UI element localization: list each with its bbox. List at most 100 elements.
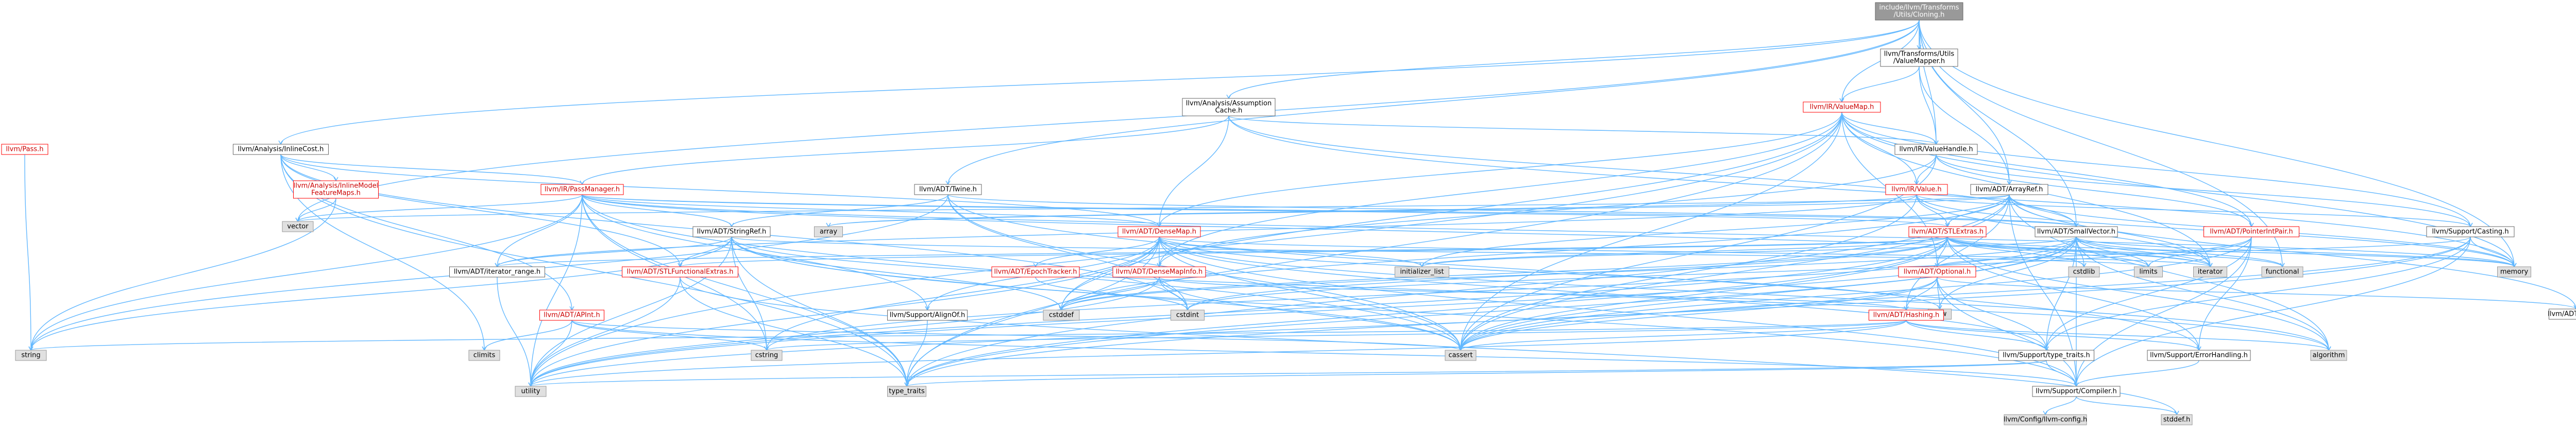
edge-assumption-to-valuehandle bbox=[1228, 115, 1937, 145]
edge-densemapinfo-to-utility bbox=[530, 277, 1160, 387]
edge-root-to-assumption bbox=[1228, 20, 1920, 99]
graph-node-box-memory bbox=[2497, 266, 2531, 278]
edge-smallvector-to-type_traits bbox=[906, 236, 2077, 387]
graph-node-string: string bbox=[15, 350, 47, 361]
graph-node-box-densemap bbox=[1117, 226, 1201, 237]
graph-node-label-type_traits-0: type_traits bbox=[889, 388, 925, 396]
graph-node-box-stringref bbox=[692, 226, 771, 237]
edge-valuemap-to-type_traits bbox=[906, 112, 1842, 387]
graph-node-box-twine bbox=[914, 184, 982, 195]
graph-node-label-stringref-0: llvm/ADT/StringRef.h bbox=[697, 228, 766, 236]
edge-arrowhead-compiler-to-llvmconfig bbox=[2043, 410, 2048, 416]
edge-smallvector-to-limits bbox=[2076, 236, 2149, 267]
graph-node-iterrange[interactable]: llvm/ADT/iterator_range.h bbox=[449, 266, 545, 278]
graph-node-passmanager[interactable]: llvm/IR/PassManager.h bbox=[540, 184, 624, 195]
graph-node-stringref[interactable]: llvm/ADT/StringRef.h bbox=[692, 226, 771, 237]
edge-densemap-to-algorithm bbox=[1159, 236, 2329, 351]
edge-ptrintpair-to-typetraits bbox=[2046, 236, 2252, 351]
edge-inlinefeat-to-string bbox=[30, 198, 336, 351]
graph-node-hashing[interactable]: llvm/ADT/Hashing.h bbox=[1869, 310, 1944, 321]
graph-node-apint[interactable]: llvm/ADT/APInt.h bbox=[539, 310, 604, 321]
edge-stringref-to-string bbox=[30, 236, 732, 351]
graph-node-cstdlib: cstdlib bbox=[2068, 266, 2100, 278]
graph-node-typetraits[interactable]: llvm/Support/type_traits.h bbox=[1998, 350, 2094, 361]
graph-node-irvalue[interactable]: llvm/IR/Value.h bbox=[1885, 184, 1948, 195]
graph-node-compiler[interactable]: llvm/Support/Compiler.h bbox=[2032, 386, 2121, 397]
graph-node-inlinecost[interactable]: llvm/Analysis/InlineCost.h bbox=[233, 144, 329, 155]
graph-node-none[interactable]: llvm/ADT/None.h bbox=[2548, 308, 2576, 320]
graph-node-box-vector bbox=[282, 221, 314, 232]
edge-inlinecost-to-climits bbox=[280, 154, 485, 351]
graph-node-label-utility-0: utility bbox=[521, 388, 540, 396]
graph-node-casting[interactable]: llvm/Support/Casting.h bbox=[2426, 226, 2515, 237]
edge-root-to-memory bbox=[1919, 20, 2515, 267]
graph-node-epoch[interactable]: llvm/ADT/EpochTracker.h bbox=[991, 266, 1080, 278]
graph-node-box-type_traits bbox=[887, 386, 926, 397]
graph-node-ptrintpair[interactable]: llvm/ADT/PointerIntPair.h bbox=[2204, 226, 2299, 237]
edge-apint-to-compiler bbox=[571, 320, 2077, 387]
graph-node-arrayref[interactable]: llvm/ADT/ArrayRef.h bbox=[1970, 184, 2048, 195]
graph-node-smallvector[interactable]: llvm/ADT/SmallVector.h bbox=[2035, 226, 2118, 237]
graph-node-valuemapper[interactable]: llvm/Transforms/Utils/ValueMapper.h bbox=[1880, 48, 1958, 67]
graph-node-twine[interactable]: llvm/ADT/Twine.h bbox=[914, 184, 982, 195]
edge-valuemap-to-casting bbox=[1841, 112, 2471, 227]
edge-arrowhead-optional-to-none bbox=[2573, 305, 2576, 310]
edge-passmanager-to-vector bbox=[297, 194, 583, 222]
edge-stlextras-to-initlist bbox=[1421, 236, 1948, 267]
graph-node-label-iterrange-0: llvm/ADT/iterator_range.h bbox=[454, 268, 540, 276]
graph-node-initlist: initializer_list bbox=[1395, 266, 1449, 278]
graph-node-stlfunc[interactable]: llvm/ADT/STLFunctionalExtras.h bbox=[622, 266, 738, 278]
graph-node-valuemap[interactable]: llvm/IR/ValueMap.h bbox=[1803, 101, 1881, 113]
graph-node-box-cstdlib bbox=[2068, 266, 2100, 278]
edge-smallvector-to-cstdlib bbox=[2076, 236, 2084, 267]
edge-arrayref-to-vector bbox=[297, 194, 2010, 222]
edge-stlextras-to-memory bbox=[1947, 236, 2515, 267]
graph-node-box-inlinefeat bbox=[293, 180, 379, 199]
graph-node-densemap[interactable]: llvm/ADT/DenseMap.h bbox=[1117, 226, 1201, 237]
graph-node-label-twine-0: llvm/ADT/Twine.h bbox=[919, 186, 977, 194]
graph-node-errnohandling[interactable]: llvm/Support/ErrorHandling.h bbox=[2147, 350, 2251, 361]
edge-densemap-to-cstring bbox=[766, 236, 1160, 351]
graph-node-stlextras[interactable]: llvm/ADT/STLExtras.h bbox=[1908, 226, 1987, 237]
graph-node-label-cstring-0: cstring bbox=[755, 352, 778, 359]
graph-node-label-arrayref-0: llvm/ADT/ArrayRef.h bbox=[1976, 186, 2043, 194]
edge-optional-to-utility bbox=[530, 277, 1938, 387]
graph-node-label-memory-0: memory bbox=[2500, 268, 2529, 276]
edge-densemapinfo-to-cstdint bbox=[1159, 277, 1188, 311]
edge-smallvector-to-new bbox=[1939, 236, 2077, 310]
edge-inlinefeat-to-vector bbox=[297, 198, 336, 222]
edge-hashing-to-algorithm bbox=[1906, 320, 2329, 351]
edge-arrowhead-smallvector-to-initlist bbox=[1419, 263, 1425, 268]
edge-smallvector-to-cstddef bbox=[1061, 236, 2077, 311]
graph-node-densemapinfo[interactable]: llvm/ADT/DenseMapInfo.h bbox=[1112, 266, 1206, 278]
edge-densemap-to-utility bbox=[530, 236, 1160, 387]
graph-node-alignof[interactable]: llvm/Support/AlignOf.h bbox=[887, 310, 968, 321]
graph-node-box-root bbox=[1875, 2, 1963, 21]
graph-node-valuehandle[interactable]: llvm/IR/ValueHandle.h bbox=[1894, 144, 1978, 155]
graph-node-label-smallvector-0: llvm/ADT/SmallVector.h bbox=[2037, 228, 2115, 236]
graph-node-box-stlfunc bbox=[622, 266, 738, 278]
graph-node-label-vector-0: vector bbox=[287, 223, 309, 231]
edge-stlextras-to-cstdlib bbox=[1947, 236, 2084, 267]
edge-stringref-to-stlfunc bbox=[680, 236, 732, 267]
edge-ptrintpair-to-cassert bbox=[1460, 236, 2252, 351]
edge-alignof-to-type_traits bbox=[906, 320, 928, 387]
graph-node-optional[interactable]: llvm/ADT/Optional.h bbox=[1898, 266, 1976, 278]
graph-node-label-functional-0: functional bbox=[2266, 268, 2299, 276]
edge-arrayref-to-initlist bbox=[1421, 194, 2010, 267]
graph-node-label-root-0: include/llvm/Transforms bbox=[1879, 4, 1959, 12]
graph-node-box-cassert bbox=[1445, 350, 1477, 361]
graph-node-pass[interactable]: llvm/Pass.h bbox=[1, 144, 48, 155]
graph-node-label-inlinefeat-0: llvm/Analysis/InlineModel bbox=[294, 182, 378, 190]
graph-node-box-epoch bbox=[991, 266, 1080, 278]
edge-root-to-vector bbox=[297, 20, 1920, 222]
edge-assumption-to-densemap bbox=[1159, 115, 1229, 227]
edge-inlinecost-to-inlinefeat bbox=[280, 154, 336, 181]
edge-stlextras-to-stlfunc bbox=[680, 236, 1948, 267]
edge-passmanager-to-iterator bbox=[582, 194, 2211, 267]
graph-node-box-irvalue bbox=[1885, 184, 1948, 195]
